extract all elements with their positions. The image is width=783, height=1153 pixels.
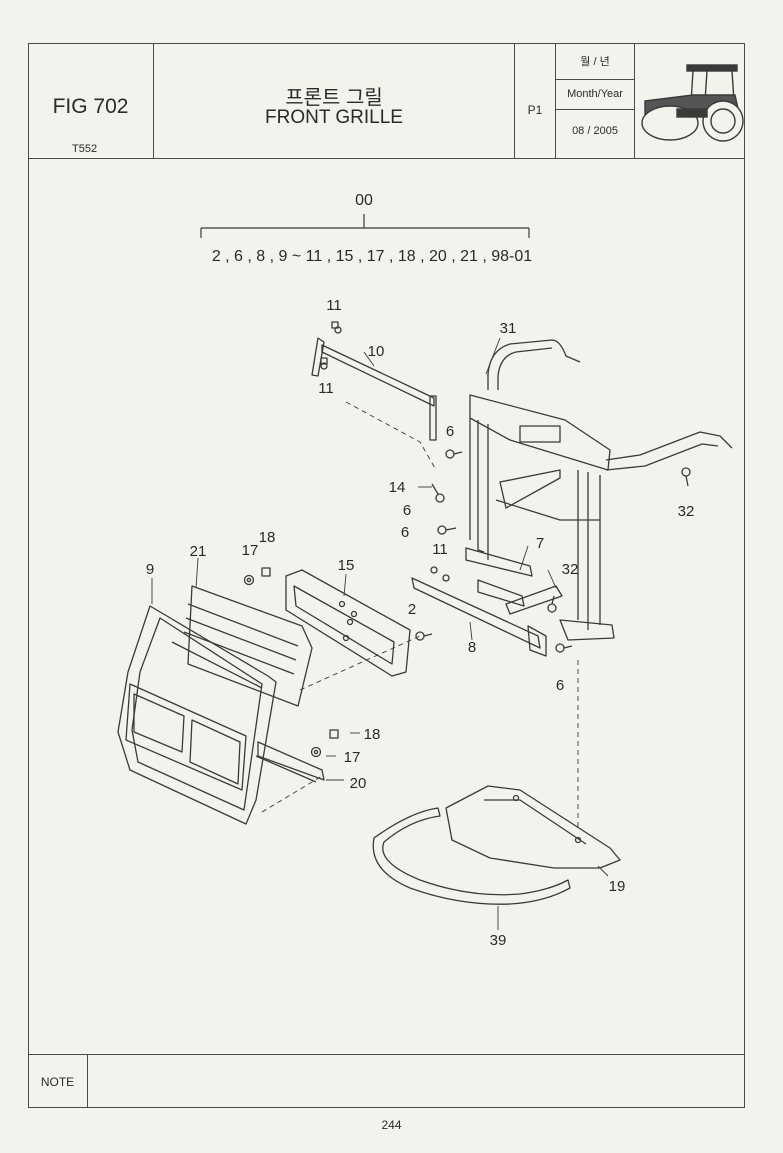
- callout-19: 19: [609, 878, 626, 895]
- part-9-grille: [117, 605, 277, 825]
- part-39-seal: [372, 807, 571, 905]
- note-label: NOTE: [40, 1075, 75, 1089]
- part-10-bracket: [311, 326, 437, 441]
- callout-7: 7: [536, 535, 544, 552]
- callout-6-lower: 6: [401, 524, 409, 541]
- callout-11-mid: 11: [318, 380, 334, 397]
- callout-21: 21: [190, 543, 207, 560]
- hardware: [243, 321, 691, 758]
- date-divider: [556, 79, 634, 80]
- tractor-icon: [641, 64, 744, 142]
- callout-17-upper: 17: [242, 542, 259, 559]
- part-19-pan: [445, 785, 621, 869]
- callout-39: 39: [490, 932, 507, 949]
- title-korean: 프론트 그릴: [285, 87, 383, 109]
- callout-20: 20: [350, 775, 367, 792]
- callout-6-mid: 6: [403, 502, 411, 519]
- tractor-image-cell: [635, 43, 745, 158]
- date-label-korean: 월 / 년: [580, 56, 610, 68]
- parts-drawing: [117, 321, 733, 930]
- guide-lines: [261, 401, 579, 830]
- page-code: P1: [527, 103, 543, 117]
- callout-9: 9: [146, 561, 154, 578]
- page-code-cell: P1: [515, 43, 556, 158]
- note-label-cell: NOTE: [28, 1055, 88, 1107]
- part-15-plate: [285, 569, 411, 677]
- leader-lines: [151, 337, 609, 930]
- part-20-strip: [255, 741, 325, 783]
- callout-18-upper: 18: [259, 529, 276, 546]
- part-31-frame: [469, 339, 733, 641]
- assembly-number: 00: [355, 192, 373, 209]
- model-label: T552: [72, 143, 98, 155]
- callout-18-lower: 18: [364, 726, 381, 743]
- page-number: 244: [381, 1118, 402, 1132]
- callout-6-upper: 6: [446, 423, 454, 440]
- title-english: FRONT GRILLE: [265, 107, 403, 128]
- date-divider-2: [556, 109, 634, 110]
- callout-11-lower: 11: [432, 541, 448, 558]
- callout-32-right: 32: [678, 503, 695, 520]
- callout-10: 10: [368, 343, 385, 360]
- callout-15: 15: [338, 557, 355, 574]
- fig-cell: FIG 702 T552: [28, 43, 154, 158]
- date-label-english: Month/Year: [567, 88, 623, 100]
- callout-11-top: 11: [326, 297, 342, 314]
- date-cell: 월 / 년 Month/Year 08 / 2005: [556, 43, 635, 158]
- note-row: NOTE: [28, 1054, 745, 1107]
- callout-31: 31: [500, 320, 517, 337]
- callout-6-bottom: 6: [556, 677, 564, 694]
- part-8-crossmember: [411, 547, 563, 657]
- header: FIG 702 T552 프론트 그릴 FRONT GRILLE P1 월 / …: [28, 43, 745, 159]
- assembly-bracket: [200, 214, 530, 238]
- callout-17-lower: 17: [344, 749, 361, 766]
- date-value: 08 / 2005: [572, 125, 618, 137]
- callout-32-center: 32: [562, 561, 579, 578]
- fig-label: FIG 702: [52, 95, 129, 118]
- title-cell: 프론트 그릴 FRONT GRILLE: [154, 43, 515, 158]
- page-frame: [28, 43, 745, 1108]
- callout-8: 8: [468, 639, 476, 656]
- callout-2: 2: [408, 601, 416, 618]
- assembly-includes: 2 , 6 , 8 , 9 ~ 11 , 15 , 17 , 18 , 20 ,…: [212, 248, 532, 265]
- callout-14: 14: [389, 479, 406, 496]
